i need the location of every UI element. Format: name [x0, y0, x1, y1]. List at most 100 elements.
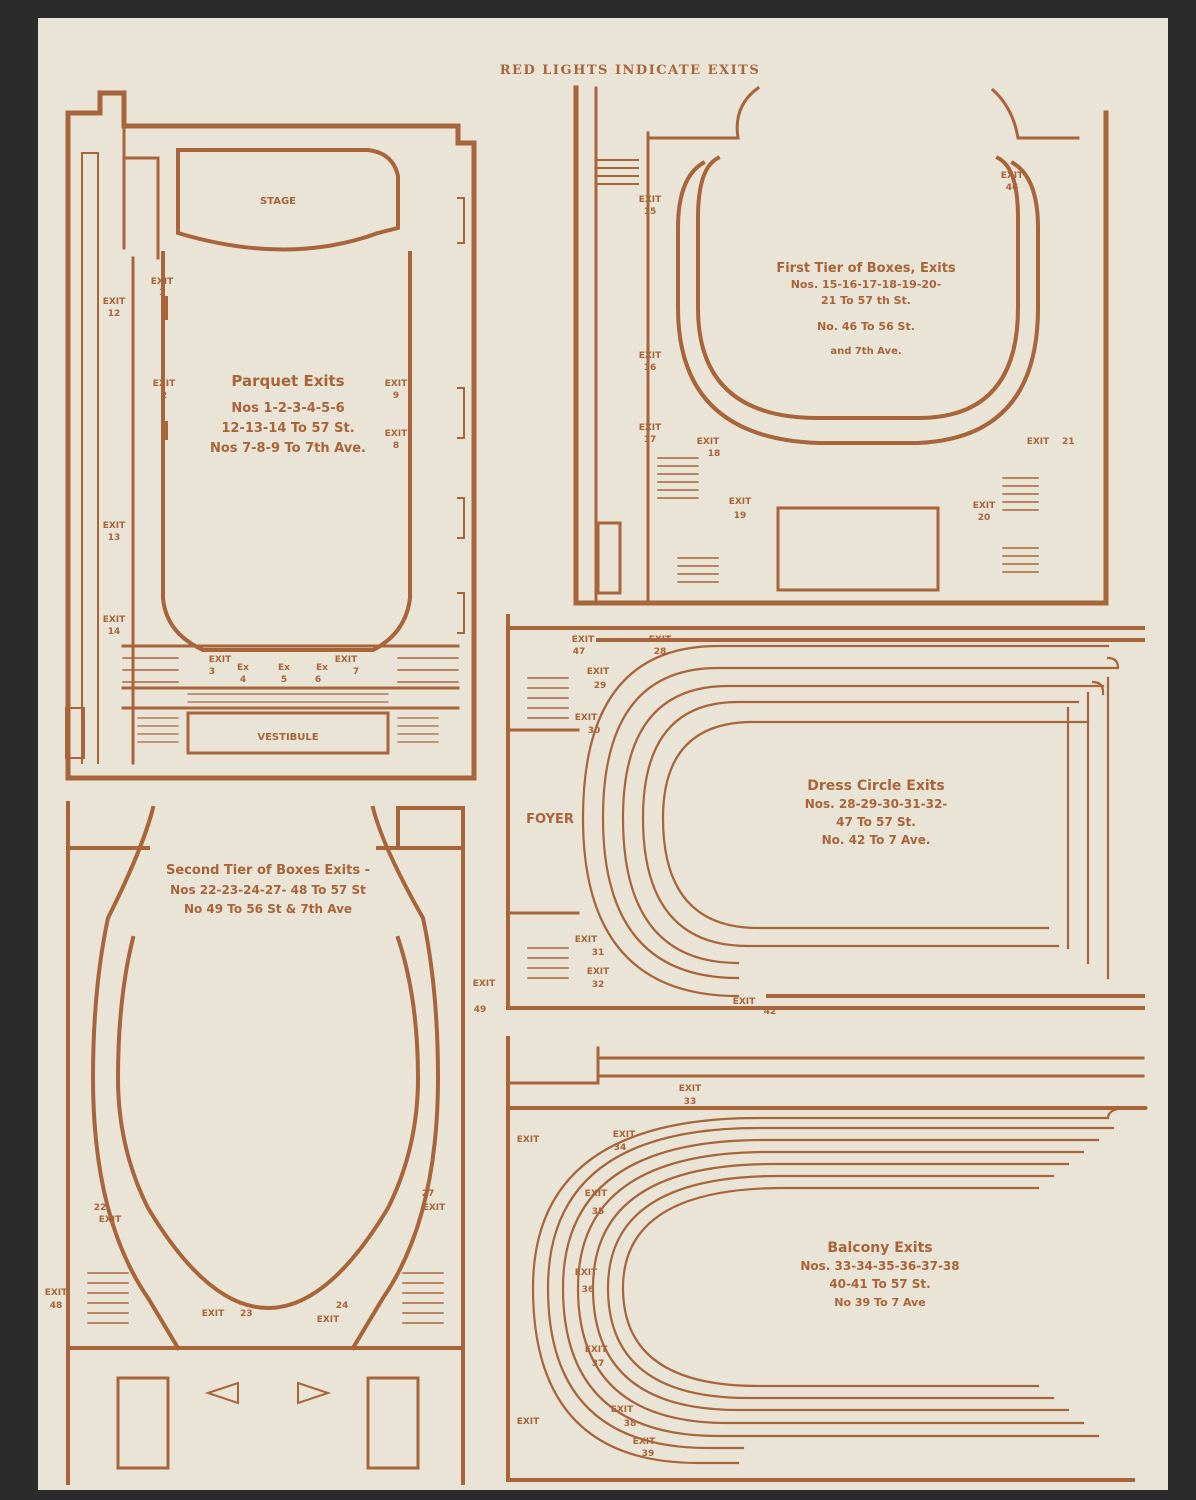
exit-2-label: EXIT: [153, 379, 176, 389]
exit-32-number: 32: [592, 980, 605, 990]
first-tier-plan: First Tier of Boxes, Exits Nos. 15-16-17…: [573, 85, 1109, 606]
exit-22-label: EXIT: [99, 1215, 122, 1225]
exit-18-label: EXIT: [697, 437, 720, 447]
foyer-label: FOYER: [526, 812, 574, 827]
exit-20-number: 20: [978, 513, 991, 523]
exit-14-number: 14: [108, 627, 121, 637]
exit-27-number: 27: [422, 1189, 435, 1199]
exit-39-number: 39: [642, 1449, 655, 1459]
second-tier-title: Second Tier of Boxes Exits -: [166, 863, 370, 878]
first-tier-title: First Tier of Boxes, Exits: [776, 261, 956, 276]
exit-31-label: EXIT: [575, 935, 598, 945]
exit-47-number: 47: [573, 647, 586, 657]
exit-33-label: EXIT: [679, 1084, 702, 1094]
second-tier-horseshoe: [115, 935, 421, 1311]
exit-49-number: 49: [474, 1005, 487, 1015]
exit-40-label: EXIT: [517, 1135, 540, 1145]
exit-5-number: 5: [281, 675, 287, 685]
exit-5-label: Ex: [278, 663, 290, 673]
parquet-plan: STAGE VESTIBULE Parquet Exits Nos 1-2-3-…: [65, 90, 477, 781]
exit-15-number: 15: [644, 207, 657, 217]
exit-13-number: 13: [108, 533, 121, 543]
exit-23-label: EXIT: [202, 1309, 225, 1319]
balcony-line1: Nos. 33-34-35-36-37-38: [800, 1259, 959, 1273]
exit-28-number: 28: [654, 647, 667, 657]
exit-8-label: EXIT: [385, 429, 408, 439]
exit-36-label: EXIT: [575, 1268, 598, 1278]
exit-24-label: EXIT: [317, 1315, 340, 1325]
stage-outline: [176, 148, 400, 252]
exit-35-label: EXIT: [585, 1189, 608, 1199]
exit-9-label: EXIT: [385, 379, 408, 389]
exit-20-label: EXIT: [973, 501, 996, 511]
exit-33-number: 33: [684, 1097, 697, 1107]
exit-13-label: EXIT: [103, 521, 126, 531]
exit-14-label: EXIT: [103, 615, 126, 625]
exit-40-lower-label: EXIT: [517, 1417, 540, 1427]
second-tier-line1: Nos 22-23-24-27- 48 To 57 St: [170, 883, 366, 897]
exit-30-label: EXIT: [575, 713, 598, 723]
exit-39-label: EXIT: [633, 1437, 656, 1447]
first-tier-horseshoe: [696, 155, 1020, 420]
first-tier-line1: Nos. 15-16-17-18-19-20-: [791, 278, 942, 291]
exit-46-label: EXIT: [1001, 171, 1024, 181]
exit-37-number: 37: [592, 1359, 605, 1369]
exit-29-label: EXIT: [587, 667, 610, 677]
theatre-floor-plans: RED LIGHTS INDICATE EXITS STAGE VESTIBUL…: [45, 63, 1148, 1485]
exit-38-number: 38: [624, 1419, 637, 1429]
exit-4-number: 4: [240, 675, 246, 685]
exit-32-label: EXIT: [587, 967, 610, 977]
first-tier-line2: 21 To 57 th St.: [821, 294, 911, 307]
stage-label: STAGE: [260, 196, 296, 207]
second-tier-line2: No 49 To 56 St & 7th Ave: [184, 902, 352, 916]
exit-3-label: EXIT: [209, 655, 232, 665]
exit-27-label: EXIT: [423, 1203, 446, 1213]
header-title: RED LIGHTS INDICATE EXITS: [500, 63, 761, 78]
exit-1-number: 1: [159, 288, 165, 298]
exit-22-number: 22: [94, 1203, 107, 1213]
exit-17-number: 17: [644, 435, 657, 445]
balcony-plan: Balcony Exits Nos. 33-34-35-36-37-38 40-…: [506, 1036, 1148, 1482]
parquet-line2: 12-13-14 To 57 St.: [221, 421, 354, 436]
balcony-line3: No 39 To 7 Ave: [834, 1296, 925, 1309]
exit-3-number: 3: [209, 667, 215, 677]
exit-labels: EXIT 1 EXIT 2 EXIT 3 Ex 4 Ex 5 Ex 6 EXIT…: [45, 171, 1075, 1459]
exit-8-number: 8: [393, 441, 399, 451]
exit-2-number: 2: [161, 391, 167, 401]
exit-23-number: 23: [240, 1309, 253, 1319]
exit-38-label: EXIT: [611, 1405, 634, 1415]
exit-47-label: EXIT: [572, 635, 595, 645]
exit-42-label: EXIT: [733, 997, 756, 1007]
exit-12-label: EXIT: [103, 297, 126, 307]
exit-19-label: EXIT: [729, 497, 752, 507]
exit-19-number: 19: [734, 511, 747, 521]
parquet-line1: Nos 1-2-3-4-5-6: [231, 401, 344, 416]
exit-34-label: EXIT: [613, 1130, 636, 1140]
parquet-bowl: [161, 251, 412, 652]
exit-46-number: 46: [1006, 183, 1019, 193]
exit-4-label: Ex: [237, 663, 249, 673]
exit-21-label: EXIT: [1027, 437, 1050, 447]
exit-36-number: 36: [582, 1285, 595, 1295]
parquet-line3: Nos 7-8-9 To 7th Ave.: [210, 441, 366, 456]
exit-9-number: 9: [393, 391, 399, 401]
first-tier-line3: No. 46 To 56 St.: [817, 320, 915, 333]
parquet-title: Parquet Exits: [231, 372, 344, 390]
dress-circle-line1: Nos. 28-29-30-31-32-: [805, 797, 948, 811]
exit-31-number: 31: [592, 948, 605, 958]
balcony-title: Balcony Exits: [827, 1240, 932, 1256]
exit-49-label: EXIT: [473, 979, 496, 989]
exit-15-label: EXIT: [639, 195, 662, 205]
exit-24-number: 24: [336, 1301, 349, 1311]
second-tier-plan: Second Tier of Boxes Exits - Nos 22-23-2…: [66, 801, 465, 1485]
vestibule-label: VESTIBULE: [257, 732, 318, 743]
balcony-line2: 40-41 To 57 St.: [829, 1277, 930, 1291]
exit-48-number: 48: [50, 1301, 63, 1311]
exit-29-number: 29: [594, 681, 607, 691]
exit-17-label: EXIT: [639, 423, 662, 433]
exit-42-number: 42: [764, 1007, 777, 1017]
dress-circle-line2: 47 To 57 St.: [836, 815, 916, 829]
exit-35-number: 35: [592, 1207, 605, 1217]
exit-28-label: EXIT: [649, 635, 672, 645]
program-page: RED LIGHTS INDICATE EXITS STAGE VESTIBUL…: [38, 18, 1168, 1490]
